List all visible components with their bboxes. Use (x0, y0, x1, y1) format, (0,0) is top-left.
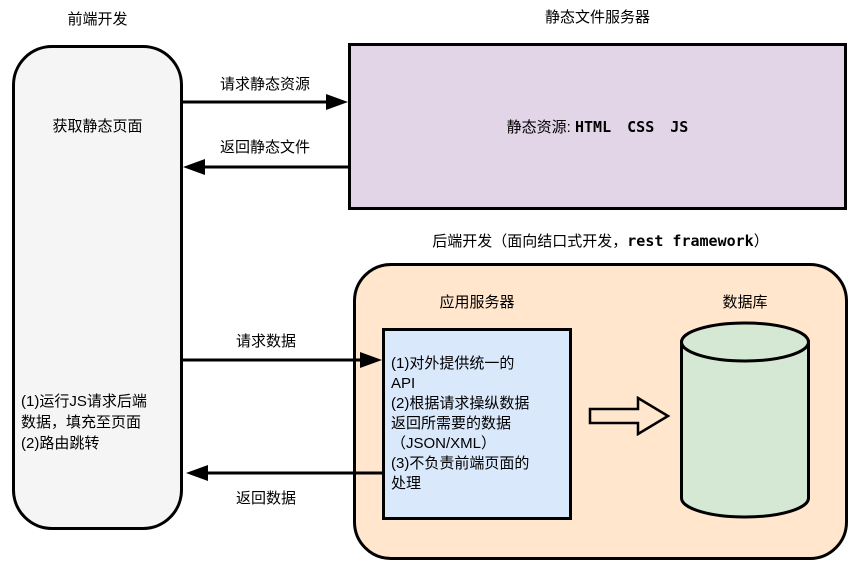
backend-title-code: rest framework (627, 232, 754, 250)
arrow-label-request-data: 请求数据 (235, 333, 296, 350)
backend-title-suffix: ） (753, 233, 769, 250)
database-cylinder-icon (680, 321, 810, 519)
app-server-line: (1)对外提供统一的 (391, 355, 515, 372)
frontend-note-line: (2)路由跳转 (21, 435, 100, 452)
static-server-content: 静态资源: HTML CSS JS (507, 116, 689, 137)
static-server-title: 静态文件服务器 (544, 9, 650, 26)
app-server-line: (3)不负责前端页面的 (391, 455, 530, 472)
database-label: 数据库 (722, 294, 768, 311)
static-content-code: HTML CSS JS (575, 118, 689, 136)
app-server-line: 处理 (391, 475, 422, 492)
arrow-label-return-static: 返回静态文件 (219, 139, 310, 156)
frontend-note-line: (1)运行JS请求后端 (21, 393, 147, 410)
frontend-notes: (1)运行JS请求后端 数据，填充至页面 (2)路由跳转 (21, 391, 179, 454)
arrow-return-static (183, 159, 348, 175)
app-server-line: API (391, 375, 416, 392)
frontend-title: 前端开发 (67, 11, 128, 28)
app-server-line: 返回所需要的数据 (391, 415, 512, 432)
static-server-box: 静态资源: HTML CSS JS (348, 43, 847, 210)
arrow-label-request-static: 请求静态资源 (219, 76, 310, 93)
frontend-box-label: 获取静态页面 (52, 118, 143, 135)
frontend-note-line: 数据，填充至页面 (21, 414, 142, 431)
static-content-prefix: 静态资源: (506, 119, 575, 136)
frontend-box: 获取静态页面 (1)运行JS请求后端 数据，填充至页面 (2)路由跳转 (12, 45, 183, 530)
backend-title-prefix: 后端开发（面向结口式开发， (432, 233, 628, 250)
app-server-box: (1)对外提供统一的 API (2)根据请求操纵数据 返回所需要的数据 （JSO… (382, 328, 572, 520)
arrow-request-static (183, 94, 348, 110)
block-arrow-right-icon (588, 395, 671, 437)
arrow-label-return-data: 返回数据 (235, 490, 296, 507)
app-server-line: （JSON/XML） (391, 435, 497, 452)
app-server-line: (2)根据请求操纵数据 (391, 395, 530, 412)
app-server-label: 应用服务器 (439, 294, 515, 311)
backend-title: 后端开发（面向结口式开发，rest framework） (353, 232, 848, 251)
